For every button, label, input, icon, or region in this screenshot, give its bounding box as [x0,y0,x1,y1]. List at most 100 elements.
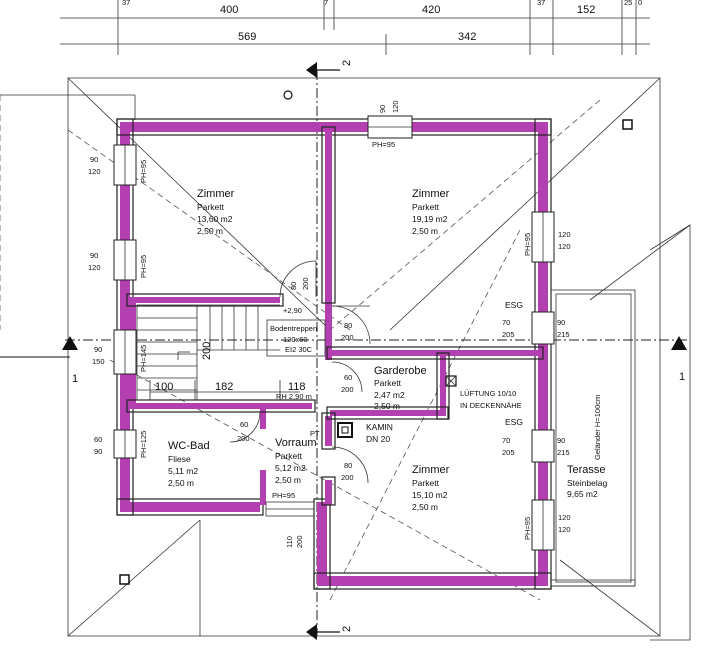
room-height: 2,50 m [275,475,301,485]
door-width: 80 [289,282,298,290]
door-width: 60 [240,420,248,429]
window-width: 120 [558,513,571,522]
window-width: 90 [90,251,98,260]
room-name: Zimmer [197,188,235,200]
room-floor: Parkett [412,202,440,212]
window-height: 120 [558,525,571,534]
stair-run-1: 100 [155,381,173,393]
stair-run-2: 182 [215,381,233,393]
window-sill: PH=95 [139,255,148,278]
room-garderobe: Garderobe Parkett 2,47 m2 2,50 m [374,365,427,411]
door-glazing: ESG [505,417,523,427]
section-mark-bottom: 2 [341,626,353,632]
door-height: 205 [502,330,515,339]
window-sill: PH=95 [272,491,295,500]
section-mark-left: 1 [72,373,78,385]
window-width: 90 [94,345,102,354]
attic-hatch-class: EI2 30C [285,345,313,354]
section-mark-top: 2 [341,60,353,66]
stair-headroom: RH 2,90 m [276,392,312,401]
terrace-doors: ESG 70 205 90 215 ESG 70 205 90 215 [502,300,570,463]
door-width: 110 [285,536,294,548]
room-area: 15,10 m2 [412,490,448,500]
room-floor: Steinbelag [567,478,607,488]
door-width: 60 [344,373,352,382]
dim-label: 37 [122,0,130,7]
dim-label: 569 [238,31,256,43]
room-floor: Parkett [374,378,402,388]
room-height: 2,50 m [168,478,194,488]
door-height: 200 [237,434,250,443]
window-sill: PH=145 [139,345,148,372]
room-floor: Parkett [197,202,225,212]
window-sill: PH=95 [523,517,532,540]
stair-dim-3: 118 [288,381,306,393]
dim-label: 25 [624,0,632,7]
door-height: 200 [341,385,354,394]
window-width: 60 [94,435,102,444]
attic-hatch-title: Bodentreppen [270,324,317,333]
door-width: 70 [502,436,510,445]
dim-label: 342 [458,31,476,43]
window-width: 90 [90,155,98,164]
room-height: 2,50 m [412,502,438,512]
interior-doors: 80 200 80 200 60 200 60 200 80 200 PH=95… [229,260,371,548]
room-floor: Parkett [412,478,440,488]
room-name: Zimmer [412,464,450,476]
window-height: 120 [391,100,400,113]
dim-label: 37 [537,0,545,7]
chimney-label: KAMIN [366,422,393,432]
attic-hatch-size: 120x60 [283,335,308,344]
door-width: 70 [502,318,510,327]
room-height: 2,50 m [374,401,400,411]
room-area: 5,11 m2 [168,466,198,476]
room-floor: Fliese [168,454,191,464]
ventilation-label: LÜFTUNG 10/10 [460,389,516,398]
ventilation-note: IN DECKENNÄHE [460,401,522,410]
pt-label: PT [310,429,320,438]
chimney: PT KAMIN DN 20 LÜFTUNG 10/10 IN DECKENNÄ… [310,375,522,444]
dim-label: 400 [220,4,238,16]
dim-label: 0 [638,0,642,7]
window-height: 120 [88,263,101,272]
window-width: 120 [558,230,571,239]
dimension-chain: 37 400 7 420 37 152 25 0 569 342 [60,0,650,55]
room-name: Garderobe [374,365,427,377]
door-width: 90 [557,436,565,445]
room-zimmer-1: Zimmer Parkett 13,60 m2 2,50 m [197,188,235,236]
section-mark-right: 1 [679,371,685,383]
windows: 90 120 PH=95 90 120 PH=95 90 120 PH=95 9… [88,100,571,551]
railing-label: Geländer H=100cm [593,395,602,460]
window-height: 120 [558,242,571,251]
room-name: Terasse [567,464,606,476]
window-height: 90 [94,447,102,456]
window-height: 120 [88,167,101,176]
section-lines: 2 2 1 1 [0,60,690,640]
room-height: 2,50 m [197,226,223,236]
roof-outline [0,77,691,641]
room-area: 5,12 m2 [275,463,306,473]
dim-label: 420 [422,4,440,16]
room-area: 9,65 m2 [567,489,598,499]
room-name: Zimmer [412,188,450,200]
window-sill: PH=95 [372,140,395,149]
dim-label: 7 [324,0,328,7]
room-area: 2,47 m2 [374,390,405,400]
dim-label: 152 [577,4,595,16]
door-width: 80 [344,461,352,470]
door-height: 215 [557,448,570,457]
room-height: 2,50 m [412,226,438,236]
door-height: 215 [557,330,570,339]
staircase: +2,90 Bodentreppen 120x60 EI2 30C 200 10… [136,304,326,401]
door-height: 200 [301,277,310,290]
window-sill: PH=125 [139,431,148,458]
room-zimmer-3: Zimmer Parkett 15,10 m2 2,50 m [412,464,450,512]
room-vorraum: Vorraum Parkett 5,12 m2 2,50 m [275,437,317,485]
door-height: 200 [341,333,354,342]
window-height: 150 [92,357,105,366]
door-height: 200 [295,535,304,548]
room-name: Vorraum [275,437,317,449]
room-name: WC-Bad [168,440,210,452]
door-glazing: ESG [505,300,523,310]
